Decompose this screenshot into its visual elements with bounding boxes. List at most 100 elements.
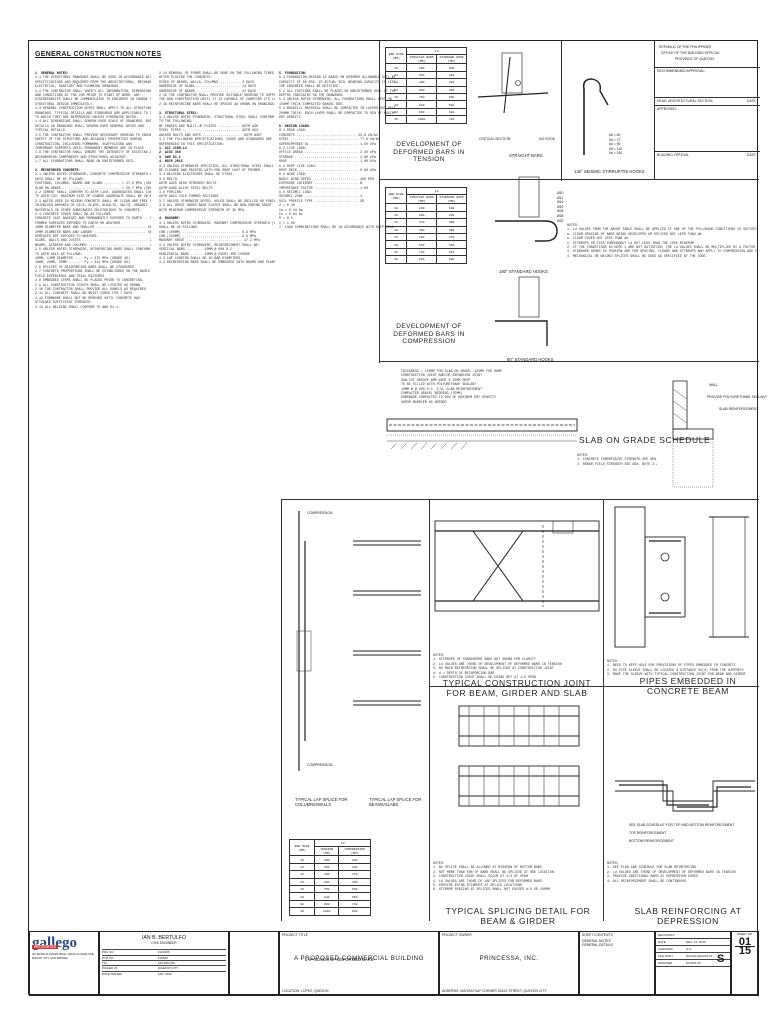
table-cell: 28	[288, 892, 316, 901]
note-line: 6.1 DEAD LOAD:	[279, 128, 307, 133]
prc-value: JAN. 2016	[157, 971, 172, 976]
note-line: 4. NSCP 2015	[159, 159, 183, 164]
building-official-label: BUILDING OFFICIAL	[657, 153, 690, 157]
stamp-cell	[229, 931, 279, 996]
depression-label: BOTTOM REINFORCEMENT	[629, 839, 674, 843]
owner-address: ADDRESS: MAGSAYSAY CORNER SOLIS STREET, …	[442, 988, 547, 993]
col-header: BAR SIZE (MM)	[384, 46, 408, 65]
table-cell: 32	[384, 247, 408, 257]
prc-row: PTR NO.123456	[102, 954, 226, 960]
dimension-label: 6d = 72	[609, 137, 621, 142]
note-line: I = 1.00	[279, 220, 295, 225]
note-line: WF SHAPES AND BUILT-UP PLATES ..........…	[159, 123, 258, 128]
approval-box: REPUBLIC OF THE PHILIPPINES OFFICE OF TH…	[654, 41, 760, 179]
table-cell: 740	[338, 899, 371, 909]
hooks-135-title: 135° SEISMIC STIRRUP/TIE HOOKS	[574, 169, 645, 174]
critical-section-label: CRITICAL SECTION	[479, 137, 511, 141]
revision-value: G.A.	[686, 947, 693, 952]
note-line: DRAWINGS. TYPICAL DETAILS AND STANDARDS …	[35, 110, 151, 115]
lap-splice-detail	[296, 511, 421, 771]
note-line: 2.16 REINFORCING BARS SHALL BE SPACED AS…	[159, 101, 275, 106]
note-line: 2.12 FORMWORK SHALL NOT BE REMOVED UNTIL…	[35, 295, 140, 300]
note-line: 2.2 CEMENT SHALL CONFORM TO ASTM C150. A…	[35, 189, 151, 194]
note-line: TO ASTM A615 AS FOLLOWS:	[35, 251, 83, 256]
revision-value: DEC. 15, 2016	[686, 940, 706, 945]
firm-address: 2/F BONN ALLMART BLDG. EDSA GUADALUPE, M…	[32, 952, 95, 960]
note-line: 6.3 ROOF LIVE LOAD:	[279, 163, 317, 168]
revision-value: PC\S01-15	[686, 961, 701, 966]
divider	[281, 499, 759, 500]
note-line: FIELD EXPERIENCE AND TRIAL MIXTURES.	[35, 273, 107, 278]
note-line: REFERENCED IN THIS SPECIFICATION:	[159, 141, 225, 146]
note-line: 2.8 EMBEDDED ITEMS SHALL BE PLACED PRIOR…	[35, 278, 144, 283]
table-cell: 230	[406, 203, 438, 212]
note-line: 5.4 BACKFILL MATERIAL SHALL BE COMPACTED…	[279, 106, 395, 111]
note-line: 1. GENERAL NOTES:	[35, 71, 69, 75]
note-line: EXPOSURE CATEGORY ......................…	[279, 181, 363, 186]
note-line: SOIL PROFILE TYPE ......................…	[279, 198, 365, 203]
note-line: CONCRETE .............................. …	[279, 132, 378, 137]
table-cell: 16	[288, 870, 316, 879]
prc-value: 0123456	[157, 950, 170, 955]
col-header: STANDARD HOOK (MM)	[436, 194, 467, 205]
note-line: 1. SEE PLAN AND SCHEDULE FOR SLAB REINFO…	[607, 865, 697, 870]
revision-row: CHECKED G.A.	[656, 946, 730, 954]
dimension-label: Ø12	[557, 195, 564, 200]
no-hook-label: NO HOOK	[539, 137, 556, 141]
note-line: TYPICAL DETAILS.	[35, 128, 67, 133]
revision-label: CHECKED	[658, 947, 673, 952]
sealant-label: PROVIDE POLYURETHANE SEALANT	[707, 395, 768, 399]
firm-logo-cell: gallego Architects 2/F BONN ALLMART BLDG…	[29, 931, 99, 996]
dimension-label: 6d = 60	[609, 133, 621, 137]
divider	[429, 499, 430, 921]
table-cell: 36	[288, 907, 316, 916]
table-cell: 1080	[314, 907, 340, 916]
note-line: 1.5 THE CONTRACTOR SHALL PROVIDE NECESSA…	[35, 132, 151, 137]
col-header: BAR SIZE (MM)	[288, 838, 316, 857]
note-line: SIDES OF BEAMS, WALLS, COLUMNS .........…	[159, 79, 254, 84]
note-line: 2. NOT MORE THAN 50% OF BARS SHALL BE SP…	[433, 869, 554, 874]
note-line: Ca = 0.44 Na	[279, 207, 303, 212]
note-line: 1.4 ALL DIMENSIONS SHALL GOVERN OVER SCA…	[35, 119, 151, 124]
owner-label: PROJECT OWNER	[442, 933, 472, 937]
note-line: 4.3 LAP LENGTHS SHALL BE 40 BAR DIAMETER…	[159, 256, 243, 261]
table-cell: 460	[406, 225, 438, 234]
dimension-label: Ø16	[557, 200, 564, 205]
standard-hooks-detail	[495, 176, 558, 346]
note-line: NOTES:	[607, 659, 619, 663]
table-cell: 300	[314, 855, 340, 864]
divider	[281, 499, 282, 921]
splicing-detail	[458, 705, 580, 807]
slab-schedule-notes: NOTES:1. CONCRETE COMPRESSIVE STRENGTH S…	[577, 453, 657, 466]
note-line: Cv = 0.64 Nv	[279, 212, 303, 216]
note-line: TO ASTM C33. MAXIMUM SIZE OF COARSE AGGR…	[35, 194, 151, 199]
note-line: 2.13 ALL WELDING SHALL CONFORM TO AWS D1…	[35, 304, 121, 309]
note-line: 4. MASONRY:	[159, 216, 181, 221]
table-cell: 12	[384, 70, 408, 80]
note-line: TEMPORARY SUPPORTS UNTIL PERMANENT MEMBE…	[35, 145, 146, 150]
prc-label: ISSUED AT	[102, 966, 118, 971]
dimension-label: Ø25	[557, 209, 564, 214]
note-line: CHB (100MM) ............................…	[159, 229, 256, 234]
note-line: 2.14 REMOVAL OF FORMS SHALL BE DONE ON T…	[159, 71, 274, 75]
note-line: AND CONDITIONS AT THE JOB PRIOR TO START…	[35, 93, 140, 98]
divider	[561, 41, 562, 181]
note-line: 16MM, 20MM, 25MM ....... Fy = 414 MPa (G…	[35, 260, 130, 265]
note-line: TO WHICH THEY ARE REFERENCED UNLESS OTHE…	[35, 115, 138, 120]
note-line: 3.4 WELDING ELECTRODES SHALL BE E70XX.	[159, 172, 235, 177]
table-cell: 830	[338, 907, 371, 916]
compression-label: COMPRESSION	[307, 763, 333, 767]
